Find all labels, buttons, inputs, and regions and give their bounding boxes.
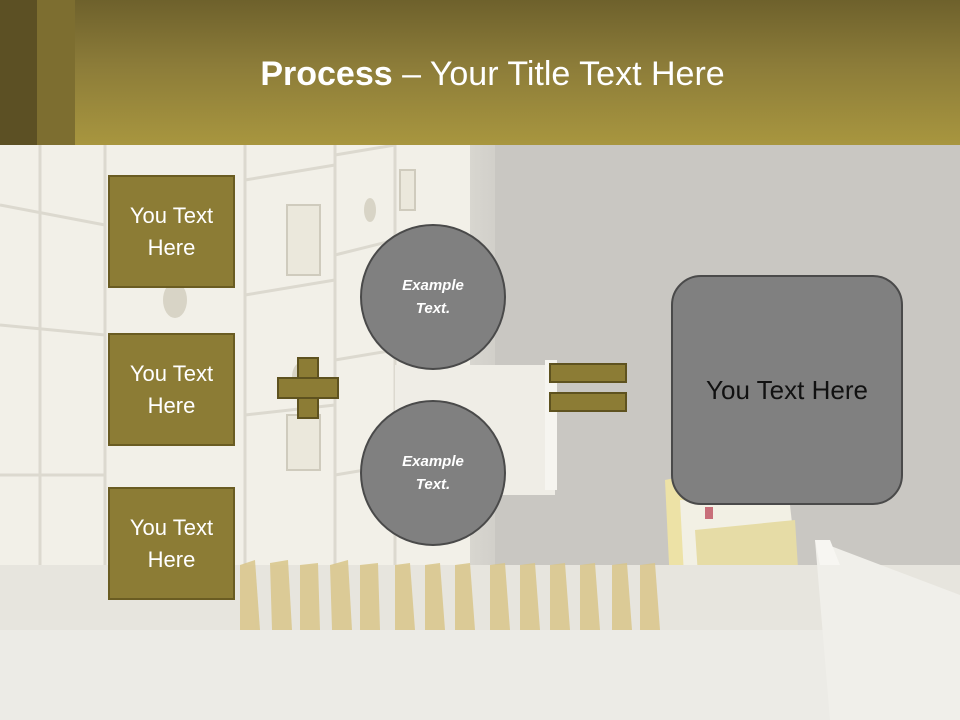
header-accent-mid — [37, 0, 75, 145]
left-textbox-3-line1: You Text — [129, 514, 214, 540]
title-rest: Your Title Text Here — [429, 55, 725, 93]
title-bold: Process — [260, 55, 393, 93]
left-textbox-3-line2: Here — [147, 546, 196, 572]
example-circle-2-line1: Example — [402, 453, 464, 470]
example-circle-2-line2: Text. — [415, 476, 451, 493]
example-circle-1-line1: Example — [402, 277, 464, 294]
result-label: You Text Here — [706, 374, 868, 405]
plus-sign-icon — [277, 357, 339, 419]
left-textbox-2-line2: Here — [147, 392, 196, 418]
equals-bar-top — [549, 363, 627, 383]
left-textbox-1-line1: You Text — [129, 202, 214, 228]
left-textbox-1-line2: Here — [147, 234, 196, 260]
header-band: Process – Your Title Text Here — [0, 0, 960, 145]
result-textbox[interactable]: You Text Here — [671, 275, 903, 505]
header-accent-dark — [0, 0, 37, 145]
equals-bar-bottom — [549, 392, 627, 412]
left-textbox-2-line1: You Text — [129, 360, 214, 386]
title-separator: – — [392, 55, 430, 93]
example-circle-1-line2: Text. — [415, 300, 451, 317]
slide-title[interactable]: Process – Your Title Text Here — [0, 52, 960, 96]
